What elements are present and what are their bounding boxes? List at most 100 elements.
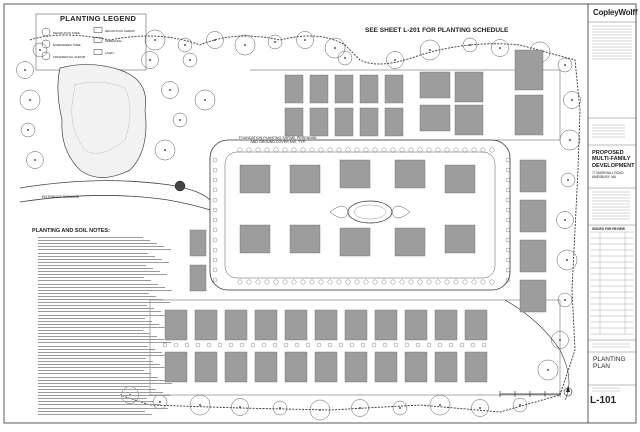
shrub-icon <box>381 147 387 153</box>
notes-text-line <box>38 333 150 335</box>
shrub-icon <box>212 167 218 173</box>
building-footprint <box>419 104 451 132</box>
building-footprint <box>309 74 329 104</box>
shrub-icon <box>318 147 324 153</box>
shrub-icon <box>363 147 369 153</box>
shrub-icon <box>505 157 511 163</box>
building-footprint <box>289 164 321 194</box>
shrub-icon <box>426 279 432 285</box>
building-footprint <box>164 309 188 341</box>
tree-trunk-icon <box>199 404 201 406</box>
shrub-icon <box>336 147 342 153</box>
shrub-icon <box>212 237 218 243</box>
tree-trunk-icon <box>394 59 396 61</box>
shrub-icon <box>184 342 190 348</box>
tree-trunk-icon <box>469 44 471 46</box>
shrub-icon <box>404 342 410 348</box>
building-footprint <box>519 279 547 313</box>
building-footprint <box>284 351 308 383</box>
shrub-symbols <box>162 147 511 348</box>
shrub-icon <box>354 279 360 285</box>
tree-trunk-icon <box>479 407 481 409</box>
tree-trunk-icon <box>189 59 191 61</box>
shrub-icon <box>381 279 387 285</box>
sheet-number: L-101 <box>590 395 617 406</box>
notes-text-line <box>38 407 168 409</box>
building-footprint <box>404 351 428 383</box>
shrub-icon <box>462 147 468 153</box>
issue-status: ISSUED FOR REVIEW <box>592 227 625 231</box>
tree-canopy-icon <box>19 89 41 111</box>
legend-symbol-icon <box>93 27 103 33</box>
shrub-icon <box>444 279 450 285</box>
tree-canopy-icon <box>161 81 179 99</box>
shrub-icon <box>417 147 423 153</box>
notes-text-line <box>38 302 170 304</box>
building-footprint <box>384 107 404 137</box>
shrub-icon <box>505 177 511 183</box>
tree-trunk-icon <box>159 401 161 403</box>
shrub-icon <box>408 147 414 153</box>
tree-trunk-icon <box>29 99 31 101</box>
shrub-icon <box>195 342 201 348</box>
tree-trunk-icon <box>519 404 521 406</box>
legend-item-label: PERENNIAL <box>105 38 123 43</box>
building-footprint <box>454 104 484 136</box>
building-footprint <box>419 71 451 99</box>
building-footprint <box>434 309 458 341</box>
shrub-icon <box>354 147 360 153</box>
tree-canopy-icon <box>272 400 288 416</box>
building-footprint <box>309 107 329 137</box>
notes-text-line <box>38 299 163 300</box>
notes-text-line <box>38 255 155 257</box>
building-footprint <box>434 351 458 383</box>
building-footprint <box>339 159 371 189</box>
building-footprint <box>344 309 368 341</box>
tree-trunk-icon <box>27 129 29 131</box>
tree-trunk-icon <box>39 49 41 51</box>
notes-text-line <box>38 382 172 384</box>
shrub-icon <box>212 187 218 193</box>
building-footprint <box>514 94 544 136</box>
notes-text-line <box>38 295 156 297</box>
shrub-icon <box>459 342 465 348</box>
notes-text-line <box>38 370 144 372</box>
entrance-sign-icon <box>174 180 186 192</box>
tree-canopy-icon <box>267 34 283 50</box>
shrub-icon <box>471 147 477 153</box>
shrub-icon <box>417 279 423 285</box>
notes-text-line <box>38 320 152 322</box>
notes-text-line <box>38 264 146 266</box>
building-footprint <box>189 229 207 257</box>
building-footprint <box>374 309 398 341</box>
shrub-icon <box>480 147 486 153</box>
tree-canopy-icon <box>194 89 216 111</box>
shrub-icon <box>305 342 311 348</box>
shrub-icon <box>239 342 245 348</box>
notes-text-line <box>38 261 169 263</box>
shrub-icon <box>426 342 432 348</box>
center-oval-inner <box>353 204 387 220</box>
notes-text-line <box>38 283 158 285</box>
notes-text-line <box>38 280 151 282</box>
building-footprint <box>284 107 304 137</box>
main-loop-curb <box>224 151 496 279</box>
shrub-icon <box>480 279 486 285</box>
tree-canopy-icon <box>144 29 166 51</box>
tree-trunk-icon <box>34 159 36 161</box>
title-block-fine-print <box>592 25 632 220</box>
shrub-icon <box>228 342 234 348</box>
notes-text-line <box>38 361 153 362</box>
tree-trunk-icon <box>569 139 571 141</box>
tree-trunk-icon <box>429 49 431 51</box>
shrub-icon <box>372 279 378 285</box>
shrub-icon <box>489 147 495 153</box>
building-footprint <box>464 309 488 341</box>
building-footprint <box>254 309 278 341</box>
shrub-icon <box>426 147 432 153</box>
building-footprint <box>334 74 354 104</box>
shrub-icon <box>212 197 218 203</box>
tree-trunk-icon <box>571 99 573 101</box>
building-footprint <box>284 74 304 104</box>
building-footprint <box>374 351 398 383</box>
